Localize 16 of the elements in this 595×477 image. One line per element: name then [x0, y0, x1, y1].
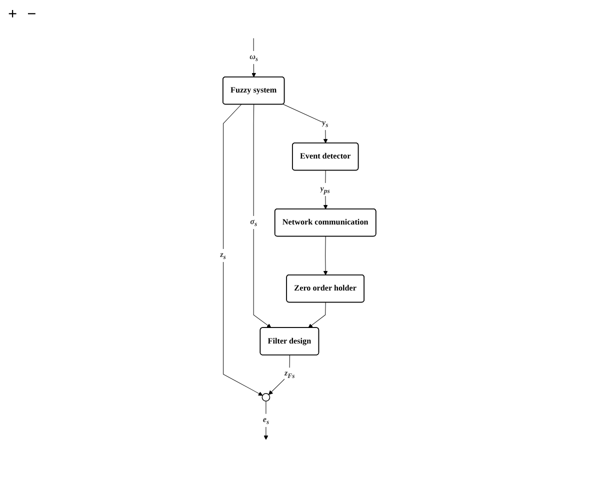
edge-label: z$_{s}$ [220, 250, 226, 260]
edge-label: e$_{s}$ [262, 414, 269, 426]
arrow [268, 354, 290, 394]
arrow [251, 38, 256, 77]
arrow [322, 236, 328, 275]
sign-label: − [27, 6, 36, 23]
arrow [308, 302, 326, 328]
edge-label: y$_{ps}$ [320, 184, 330, 194]
node-circle [261, 392, 270, 401]
edge-label: σ$_{s}$ [250, 216, 257, 228]
sign-label: + [8, 6, 18, 23]
edge-label: y$_{s}$ [322, 118, 328, 128]
edge-label: z$_{Fs}$ [284, 368, 294, 379]
arrow [252, 104, 271, 328]
arrow [282, 104, 328, 143]
arrow [222, 104, 262, 396]
